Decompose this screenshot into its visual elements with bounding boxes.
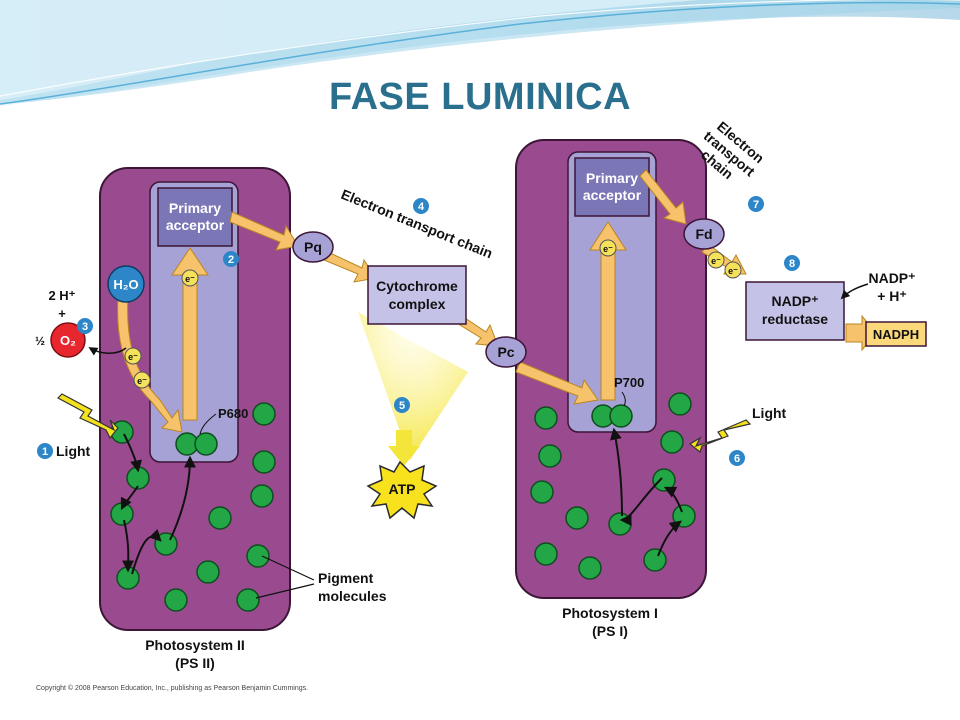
half-label: ½ — [35, 334, 45, 348]
p680-pigment-right — [194, 432, 218, 456]
nadph-box — [865, 321, 927, 347]
primary-acceptor-ps2-box — [157, 187, 233, 247]
atp-arrow — [388, 430, 420, 466]
two-h-label: 2 H⁺ — [48, 288, 75, 303]
fd-label: Fd — [695, 226, 712, 242]
electron-token: e⁻ — [728, 266, 738, 276]
energy-transfer-arrows — [120, 427, 683, 575]
electron-excitation-arrow-ps1 — [589, 221, 627, 401]
cytochrome-line1: Cytochrome — [376, 278, 458, 294]
electron-excitation-arrow-ps2 — [171, 247, 209, 421]
pq-carrier — [292, 231, 334, 263]
primary-acceptor-ps1-line1: Primary — [586, 170, 638, 186]
o2-molecule — [50, 322, 86, 358]
step-badge-2: 2 — [228, 254, 234, 266]
cytochrome-line2: complex — [389, 296, 446, 312]
arrow-pc-to-p700 — [515, 361, 599, 405]
step-badge-8: 8 — [789, 258, 795, 270]
electron-token: e⁻ — [185, 274, 195, 284]
step-badges: 1 2 3 4 5 6 7 8 — [37, 196, 800, 466]
header-wave-decoration — [0, 0, 960, 106]
ps2-label-line2: (PS II) — [175, 655, 215, 671]
pigment-pointer-2 — [255, 583, 315, 599]
nadph-label: NADPH — [873, 327, 919, 342]
step-badge-4: 4 — [418, 201, 425, 213]
ps2-pigment-molecules — [110, 402, 276, 612]
pq-label: Pq — [304, 239, 322, 255]
pigment-label-line1: Pigment — [318, 570, 374, 586]
step-badge-7: 7 — [753, 199, 759, 211]
h2o-molecule — [107, 265, 145, 303]
etc-main-label: Electron transport chain — [339, 186, 495, 261]
arrow-acceptor-to-fd — [639, 169, 687, 225]
atp-energy-glow — [358, 312, 468, 460]
nadp-input-line1: NADP⁺ — [868, 270, 915, 286]
primary-acceptor-ps1-line2: acceptor — [583, 187, 642, 203]
electron-token-group: e⁻ e⁻ e⁻ e⁻ e⁻ e⁻ — [124, 239, 742, 389]
ps1-label-line2: (PS I) — [592, 623, 628, 639]
p680-pointer — [199, 413, 217, 435]
primary-acceptor-ps2-line1: Primary — [169, 200, 221, 216]
arrow-pq-to-cytochrome — [323, 251, 377, 283]
electron-token: e⁻ — [137, 376, 147, 386]
step-badge-5: 5 — [399, 400, 405, 412]
p680-label: P680 — [218, 406, 248, 421]
ps1-label-line1: Photosystem I — [562, 605, 658, 621]
plus-label: + — [58, 306, 66, 321]
nadp-input-arrow — [840, 283, 869, 300]
nadp-input-line2: + H⁺ — [877, 288, 907, 304]
atp-label: ATP — [389, 481, 416, 497]
reductase-line2: reductase — [762, 311, 828, 327]
light-bolt-ps2 — [57, 393, 119, 440]
p700-label: P700 — [614, 375, 644, 390]
ps2-label-line1: Photosystem II — [145, 637, 245, 653]
p700-pigment-right — [609, 404, 633, 428]
step-badge-6: 6 — [734, 453, 740, 465]
arrow-cytochrome-to-pc — [459, 317, 499, 347]
electron-token: e⁻ — [603, 244, 613, 254]
cytochrome-complex-box — [367, 265, 467, 325]
pc-label: Pc — [497, 344, 514, 360]
electron-token: e⁻ — [711, 256, 721, 266]
primary-acceptor-ps2-line2: acceptor — [166, 217, 225, 233]
electron-token: e⁻ — [128, 352, 138, 362]
fd-carrier — [683, 218, 725, 250]
pc-carrier — [485, 336, 527, 368]
p700-pointer — [621, 391, 626, 407]
h2o-label: H₂O — [113, 277, 138, 292]
nadp-reductase-box — [745, 281, 845, 341]
pigment-label-line2: molecules — [318, 588, 387, 604]
copyright-text: Copyright © 2008 Pearson Education, Inc.… — [36, 684, 308, 692]
light-label-1: Light — [56, 443, 91, 459]
step-badge-1: 1 — [42, 446, 48, 458]
arrow-acceptor-to-pq — [229, 211, 299, 251]
pigment-pointer-1 — [261, 555, 315, 581]
light-bolt-ps1 — [688, 419, 752, 454]
o2-label: O₂ — [60, 333, 76, 348]
water-split-arrow — [88, 347, 127, 356]
slide-title: FASE LUMINICA — [328, 76, 632, 118]
reductase-line1: NADP⁺ — [771, 293, 818, 309]
step-badge-3: 3 — [82, 321, 88, 333]
light-label-2: Light — [752, 405, 787, 421]
atp-burst — [366, 460, 438, 520]
primary-acceptor-ps1-box — [574, 157, 650, 217]
